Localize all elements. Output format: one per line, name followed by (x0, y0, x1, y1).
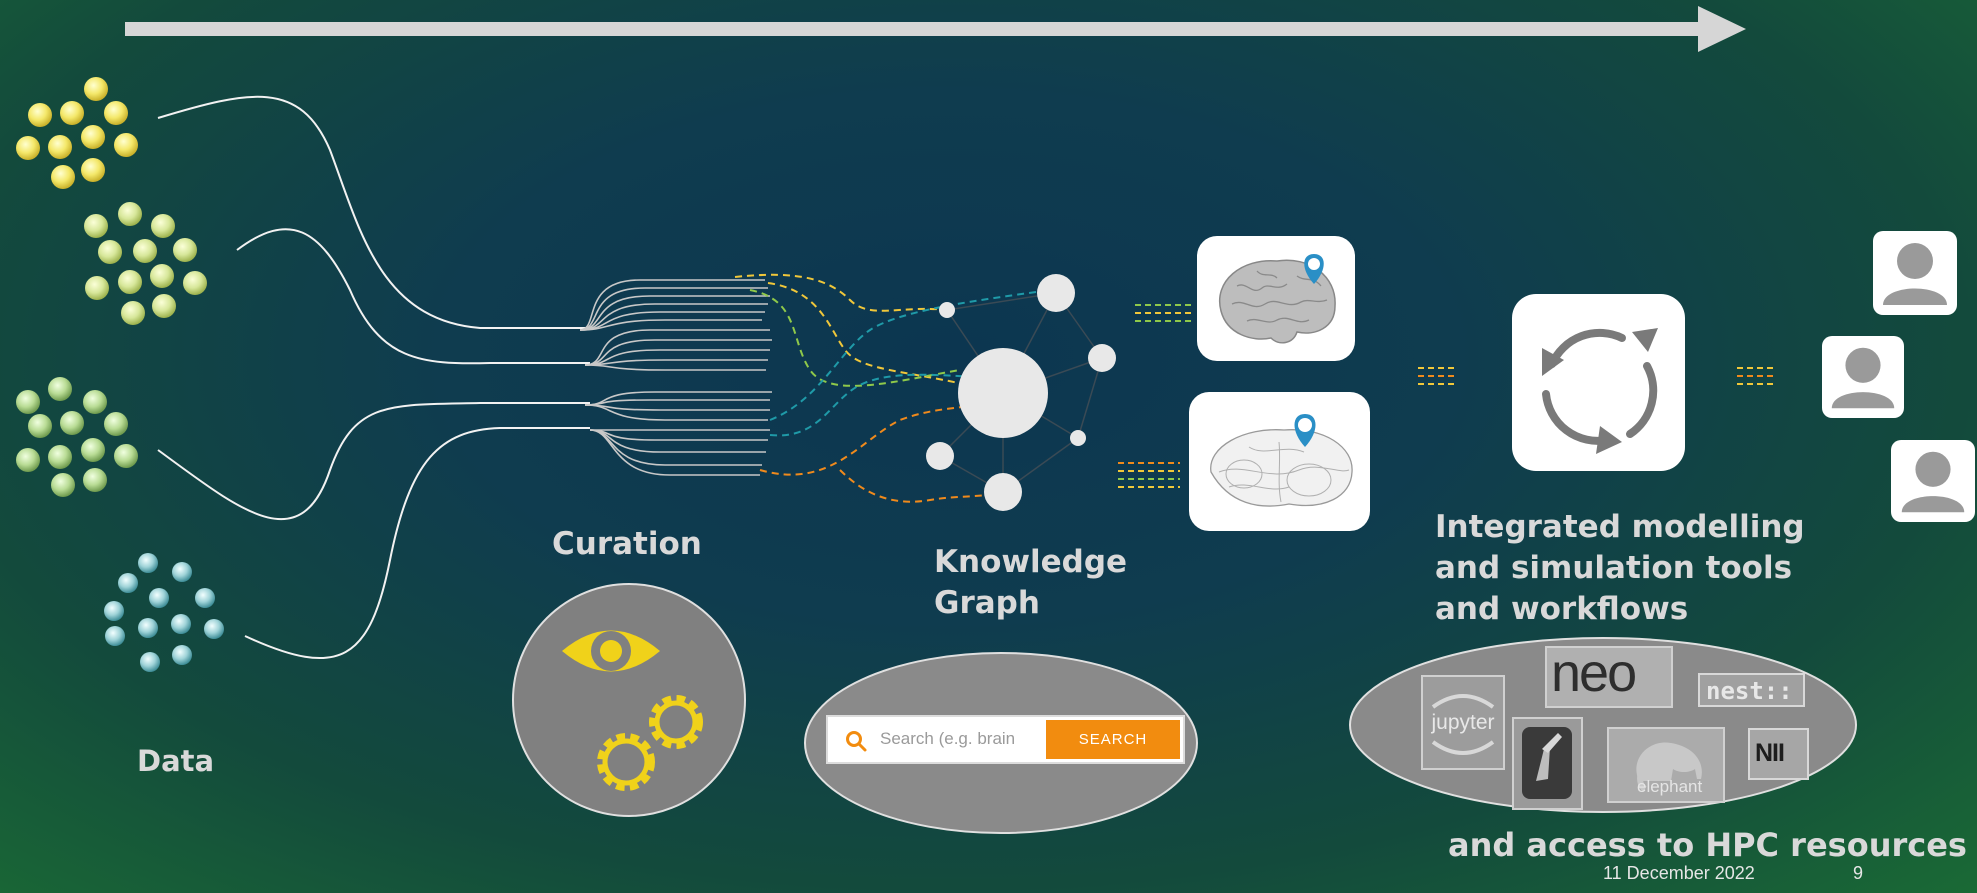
knowledge-graph-label: Knowledge Graph (934, 542, 1127, 624)
nii-logo: NII (1748, 728, 1809, 780)
graph-node-hub (958, 348, 1048, 438)
jupyter-wordmark: jupyter (1431, 711, 1495, 734)
gear-icon (597, 733, 655, 791)
data-cluster-teal (104, 553, 224, 672)
slide-date: 11 December 2022 (1603, 863, 1755, 883)
connector-to-users (1737, 367, 1774, 385)
nest-wordmark: nest:: (1706, 677, 1793, 705)
data-cluster-yellow-green (84, 202, 207, 325)
connector-to-brain-bottom (1118, 462, 1180, 488)
curation-circle (512, 583, 746, 817)
graph-node (1088, 344, 1116, 372)
user-avatar[interactable] (1873, 231, 1957, 315)
simulation-tools-card[interactable] (1512, 294, 1685, 471)
search-icon (846, 731, 867, 752)
graph-node (1037, 274, 1075, 312)
tools-label: Integrated modelling and simulation tool… (1435, 507, 1805, 630)
graph-node (1070, 430, 1086, 446)
gear-icon (649, 695, 703, 749)
curation-fibres (579, 279, 772, 476)
refresh-cycle-icon (1542, 328, 1658, 454)
hpc-label: and access to HPC resources (1448, 826, 1967, 864)
data-label: Data (137, 744, 215, 778)
neo-logo: neo (1545, 646, 1673, 708)
search-button[interactable]: SEARCH (1046, 720, 1180, 759)
connector-to-tools (1418, 367, 1455, 385)
location-pin-icon (1304, 254, 1324, 284)
mouse-brain-image (1210, 414, 1353, 507)
search-widget: Search (e.g. brain SEARCH (826, 715, 1185, 764)
graph-dashed-links (734, 273, 1051, 503)
nest-logo: nest:: (1698, 673, 1805, 707)
user-icon (1883, 243, 1947, 305)
neo-wordmark: neo (1551, 646, 1637, 703)
mouse-brain-card[interactable] (1189, 392, 1370, 531)
pipette-tool-logo (1512, 717, 1583, 810)
knowledge-graph-label-line1: Knowledge (934, 544, 1128, 580)
graph-node (984, 473, 1022, 511)
tools-label-line2: and simulation tools (1435, 550, 1793, 586)
tools-label-line3: and workflows (1435, 591, 1689, 627)
hand-tool-icon (1522, 727, 1572, 799)
data-flow-lines (157, 95, 590, 660)
jupyter-orbit-icon (1431, 694, 1495, 755)
location-pin-icon (1294, 414, 1316, 447)
elephant-logo: elephant (1607, 727, 1725, 803)
curation-label: Curation (552, 526, 702, 562)
knowledge-graph-label-line2: Graph (934, 585, 1040, 621)
eye-icon (562, 630, 660, 672)
user-icon (1901, 451, 1965, 513)
process-arrow (125, 6, 1746, 52)
data-cluster-green (16, 377, 138, 497)
slide-number: 9 (1853, 863, 1864, 883)
user-avatar[interactable] (1891, 440, 1975, 522)
connector-to-brain-top (1135, 304, 1195, 322)
human-brain-image (1218, 254, 1336, 344)
elephant-icon (1636, 742, 1702, 792)
user-icon (1831, 347, 1895, 409)
elephant-wordmark: elephant (1637, 777, 1703, 796)
knowledge-graph (926, 274, 1116, 511)
graph-node (926, 442, 954, 470)
search-input[interactable]: Search (e.g. brain (880, 729, 1016, 748)
graph-node (939, 302, 955, 318)
tools-label-line1: Integrated modelling (1435, 509, 1805, 545)
nii-wordmark: NII (1755, 739, 1785, 767)
human-brain-card[interactable] (1197, 236, 1355, 361)
data-cluster-yellow (16, 77, 138, 189)
user-avatar[interactable] (1822, 336, 1904, 418)
jupyter-logo: jupyter (1421, 675, 1505, 770)
